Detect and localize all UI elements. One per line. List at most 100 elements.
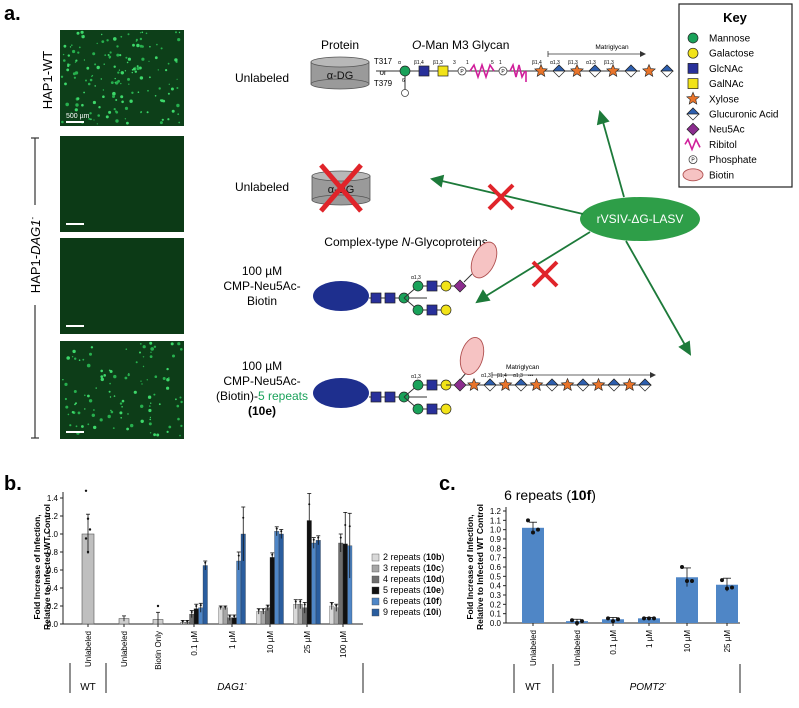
- key-item-label: Neu5Ac: [709, 125, 745, 136]
- y-tick-label: 0.3: [490, 591, 502, 600]
- cell-speckle: [160, 99, 164, 103]
- cell-speckle: [91, 75, 93, 78]
- cell-speckle: [74, 357, 77, 360]
- legend-swatch: [371, 608, 380, 617]
- legend-pre: 6 repeats (: [383, 596, 426, 606]
- cell-speckles-wt: [60, 30, 181, 125]
- virus-arrows: [430, 109, 692, 356]
- cell-speckle: [89, 78, 93, 82]
- biotin-symbol: [682, 168, 704, 182]
- protein-ellipse-4: [313, 378, 369, 408]
- cell-speckle: [84, 394, 86, 397]
- cell-speckle: [113, 108, 116, 111]
- cell-speckle: [178, 31, 181, 34]
- cell-speckle: [87, 82, 91, 86]
- cell-speckle: [148, 408, 152, 413]
- micrograph-wt: [60, 30, 184, 126]
- cell-speckle: [175, 31, 177, 34]
- legend-bold: 10c: [426, 563, 441, 573]
- cell-speckle: [132, 43, 135, 47]
- glcnac-symbol: [384, 292, 396, 304]
- linkage-label: β1,3: [568, 60, 578, 66]
- y-tick-label: 0.0: [490, 619, 502, 628]
- data-point: [237, 554, 240, 557]
- cell-speckle: [84, 408, 86, 410]
- cell-speckle: [175, 398, 177, 401]
- glucuronic-acid-half: [660, 64, 674, 72]
- cell-speckle: [149, 45, 151, 48]
- x-tick-label: Unlabeled: [120, 631, 129, 667]
- key-item-galnac: GalNAc: [687, 78, 743, 90]
- galactose-symbol: [440, 280, 452, 292]
- legend-pre: 4 repeats (: [383, 574, 426, 584]
- data-point: [190, 610, 193, 613]
- cell-speckle: [146, 379, 148, 381]
- legend-label: 4 repeats (10d): [383, 574, 445, 584]
- cell-speckle: [96, 65, 100, 70]
- data-point: [652, 616, 656, 621]
- cell-speckle: [109, 382, 111, 385]
- key-item-label: Xylose: [709, 94, 739, 105]
- data-point: [303, 603, 306, 606]
- t379: T379: [374, 79, 393, 88]
- y-tick-label: 0.4: [490, 582, 502, 591]
- y-tick-label: 1.2: [47, 512, 59, 521]
- data-point: [335, 604, 338, 607]
- key-item-glcnac: GlcNAc: [687, 63, 743, 75]
- glcnac-symbol: [426, 403, 438, 415]
- cell-speckle: [147, 89, 149, 92]
- scale-bar-label: 500 µm: [66, 113, 90, 120]
- data-point: [730, 585, 734, 590]
- cell-speckle: [96, 123, 98, 125]
- data-point: [88, 528, 92, 531]
- cell-speckle: [171, 109, 175, 113]
- cell-speckle: [90, 118, 92, 121]
- key-item-label: GalNAc: [709, 79, 743, 90]
- neu5ac-symbol: [453, 378, 467, 392]
- cell-speckle: [74, 108, 78, 112]
- cell-speckle: [92, 100, 96, 105]
- panel-c-label: c.: [439, 473, 456, 495]
- cell-speckle: [130, 423, 134, 428]
- cell-speckle: [153, 393, 156, 396]
- mannose-symbol: [412, 379, 424, 391]
- legend-post: ): [441, 563, 444, 573]
- cell-speckle: [86, 66, 90, 70]
- cell-speckle: [142, 365, 145, 368]
- cell-speckle: [156, 43, 158, 46]
- cell-speckle: [141, 31, 144, 34]
- cell-speckle: [131, 71, 133, 74]
- legend-bold: 10b: [426, 552, 442, 562]
- cell-speckle: [177, 417, 180, 421]
- legend-swatch: [371, 586, 380, 595]
- y-tick-label: 1.0: [47, 530, 59, 539]
- cell-speckle: [162, 377, 166, 380]
- data-point: [680, 565, 684, 569]
- mannose-symbol: [412, 403, 424, 415]
- key-item-biotin: Biotin: [682, 168, 734, 182]
- cell-speckle: [142, 345, 146, 349]
- panel-c-axes: 0.00.10.20.30.40.50.60.70.80.91.01.11.2U…: [490, 507, 741, 693]
- key-items: MannoseGalactoseGlcNAcGalNAcXyloseGlucur…: [682, 32, 778, 182]
- y-tick-label: 0.6: [490, 563, 502, 572]
- cell-speckle: [108, 55, 112, 59]
- cell-speckle: [135, 40, 138, 42]
- row3-label-line3: Biotin: [247, 294, 277, 308]
- cell-speckle: [176, 404, 180, 408]
- cell-speckle: [116, 53, 120, 57]
- cell-speckle: [83, 91, 85, 94]
- cell-speckle: [134, 70, 137, 73]
- phosphate-symbol: [688, 155, 698, 165]
- cell-speckle: [166, 386, 170, 390]
- data-point: [84, 489, 88, 492]
- cell-speckle: [156, 433, 160, 437]
- data-point: [348, 525, 351, 528]
- glucuronic-acid-half: [545, 378, 559, 386]
- row3-label-line2: CMP-Neu5Ac-: [223, 279, 300, 293]
- cell-speckle: [94, 63, 97, 66]
- cell-speckle: [74, 61, 77, 63]
- cell-speckle: [67, 54, 71, 57]
- cell-speckle: [180, 348, 183, 351]
- micrograph-ko-unlabeled: [60, 136, 184, 232]
